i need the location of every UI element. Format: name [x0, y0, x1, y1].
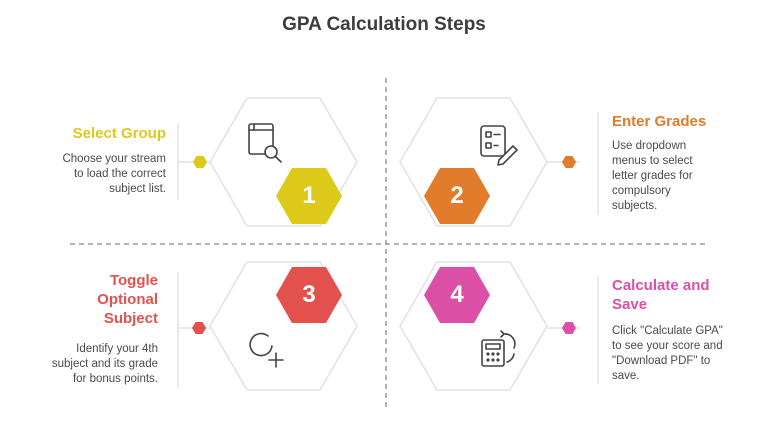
step-3-title: Toggle Optional Subject	[97, 272, 158, 327]
step-3-description: Identify your 4th subject and its grade …	[51, 343, 158, 385]
step-4-number: 4	[450, 281, 464, 308]
step-3-outline-hexagon	[209, 261, 358, 391]
step-1-title: Select Group	[72, 125, 166, 142]
step-4-outline-hexagon	[399, 261, 548, 391]
step-2-number-hexagon	[424, 168, 490, 224]
step-3-number-hexagon	[276, 267, 342, 323]
step-2-description: Use dropdown menus to select letter grad…	[612, 140, 693, 212]
step-2-title: Enter Grades	[612, 113, 707, 130]
step-1-description: Choose your stream to load the correct s…	[62, 153, 166, 195]
step-2-marker	[562, 156, 576, 168]
page-title: GPA Calculation Steps	[282, 14, 486, 35]
step-1-number-hexagon	[276, 168, 342, 224]
step-1-number: 1	[302, 182, 316, 209]
step-4-title: Calculate and Save	[612, 277, 710, 313]
step-4-marker	[562, 322, 576, 334]
step-4-description: Click "Calculate GPA" to see your score …	[612, 325, 723, 382]
book-search-icon	[248, 123, 282, 163]
step-4-number-hexagon	[424, 267, 490, 323]
circle-add-icon	[249, 332, 284, 368]
step-3-marker	[192, 322, 206, 334]
checklist-edit-icon	[480, 125, 518, 166]
step-1-marker	[193, 156, 207, 168]
step-1-outline-hexagon	[209, 97, 358, 227]
step-2-number: 2	[450, 182, 464, 209]
step-3-number: 3	[302, 281, 316, 308]
calculator-refresh-icon	[481, 330, 516, 367]
